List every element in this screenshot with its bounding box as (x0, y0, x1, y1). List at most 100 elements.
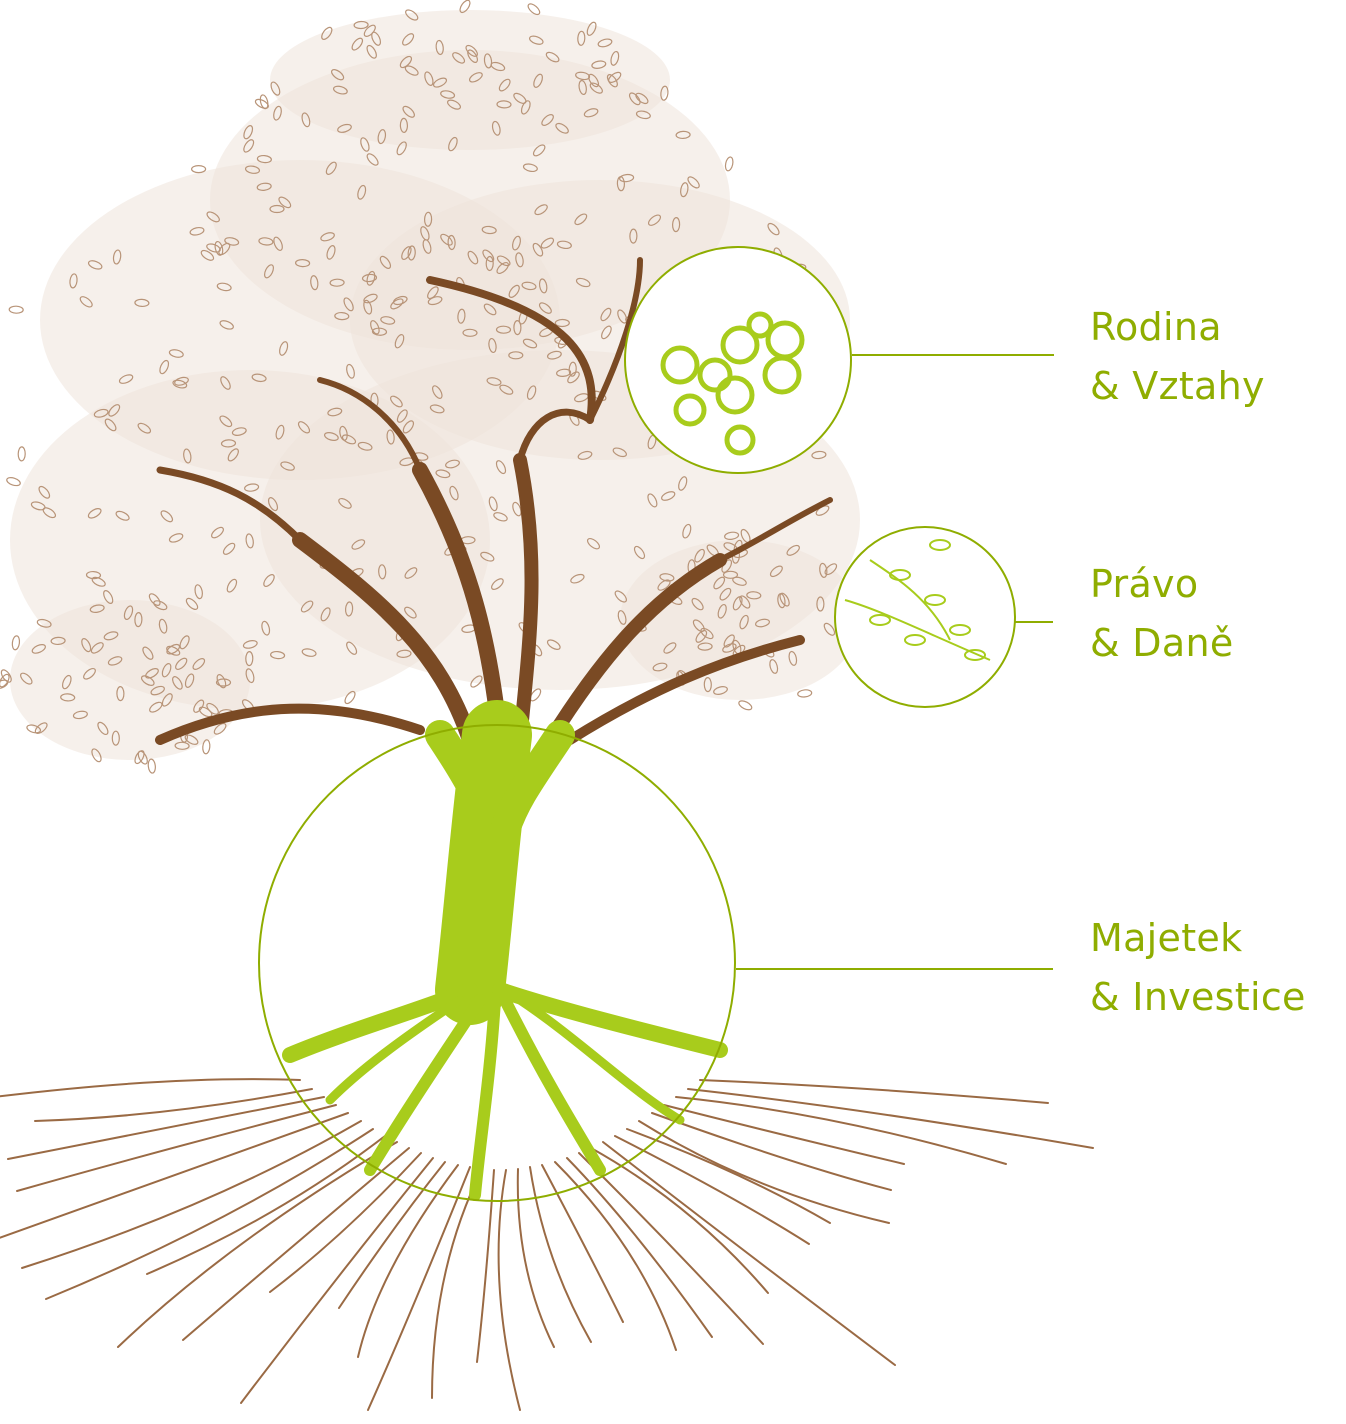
leaf-sketch (242, 640, 258, 649)
leaf-sketch (467, 49, 479, 63)
leaf-sketch (586, 21, 597, 36)
leaf-sketch (168, 533, 184, 543)
leaf-sketch (216, 674, 227, 689)
leaf-sketch (488, 337, 497, 354)
leaf-sketch (457, 308, 466, 324)
leaf-sketch (427, 286, 439, 300)
leaf-sketch (575, 71, 591, 81)
leaf-sketch (36, 618, 52, 628)
leaf-sketch (270, 81, 281, 96)
leaf-sketch (402, 33, 415, 46)
leaf-sketch (498, 78, 511, 92)
leaf-sketch (179, 635, 190, 650)
leaf-sketch (578, 79, 587, 96)
leaf-sketch (324, 432, 339, 441)
leaf-sketch (320, 607, 331, 622)
root-strand (590, 1147, 769, 1294)
leaf-sketch (366, 153, 379, 166)
leaf-sketch (420, 226, 430, 241)
leaf-sketch (145, 668, 159, 679)
leaf-sketch (337, 123, 352, 133)
leaf-sketch (61, 674, 72, 690)
leaf-sketch (824, 563, 838, 576)
leaf-sketch (597, 38, 613, 48)
leaf-sketch (300, 600, 314, 613)
leaf-sketch (103, 590, 114, 604)
leaf-sketch (273, 236, 283, 251)
leaf-sketch (697, 642, 713, 651)
leaf-sketch (534, 204, 548, 216)
leaf-sketch (153, 600, 168, 611)
leaf-sketch (493, 512, 508, 522)
leaf-sketch (482, 249, 495, 263)
leaf-sketch (254, 98, 269, 109)
leaf-sketch (577, 450, 593, 460)
label-line: Majetek (1090, 916, 1243, 960)
leaf-sketch (264, 264, 274, 279)
leaf-sketch (629, 228, 638, 244)
leaf-sketch (447, 99, 461, 110)
leaf-sketch (270, 650, 286, 660)
leaf-sketch (134, 612, 143, 628)
leaf-sketch (575, 277, 591, 288)
leaf-sketch (513, 320, 522, 336)
leaf-sketch (185, 597, 199, 610)
leaf-sketch (161, 693, 173, 707)
leaf-sketch (583, 108, 599, 118)
leaf-sketch (610, 50, 620, 66)
leaf-sketch (112, 249, 122, 265)
leaf-sketch (8, 305, 24, 314)
leaf-sketch (377, 129, 387, 145)
leaf-sketch (786, 544, 800, 556)
root-strand (338, 1161, 446, 1309)
leaf-sketch (184, 734, 199, 745)
leaf-sketch (91, 748, 102, 763)
leaf-sketch (495, 325, 512, 334)
leaf-sketch (17, 446, 26, 462)
leaf-sketch (11, 635, 21, 651)
leaf-sketch (357, 441, 373, 451)
leaf-sketch (194, 584, 203, 600)
leaf-sketch (90, 642, 104, 654)
leaf-sketch (633, 545, 646, 560)
leaf-sketch (396, 649, 412, 658)
root-strand (516, 1168, 555, 1348)
leaf-sketch (816, 596, 825, 612)
leaf-sketch (390, 298, 404, 310)
leaf-sketch (546, 350, 562, 360)
leaf-sketch (150, 685, 165, 696)
leaf-sketch (652, 662, 668, 672)
leaf-sketch (193, 699, 205, 713)
leaf-sketch (529, 688, 542, 702)
leaf-sketch (275, 424, 285, 440)
leaf-sketch (819, 562, 828, 578)
leaf-sketch (251, 373, 267, 383)
root-strand (431, 1168, 483, 1399)
leaf-sketch (429, 404, 445, 414)
leaf-sketch (108, 404, 121, 417)
leaf-sketch (184, 673, 195, 688)
leaf-sketch (366, 44, 377, 59)
leaf-sketch (137, 422, 152, 434)
leaf-sketch (532, 144, 546, 157)
leaf-sketch (216, 282, 232, 292)
leaf-sketch (191, 165, 207, 174)
leaf-sketch (219, 415, 233, 428)
leaf-sketch (570, 573, 585, 584)
leaf-sketch (192, 658, 206, 670)
leaf-sketch (332, 85, 348, 95)
leaf-sketch (680, 182, 689, 198)
label-majetek-investice: Majetek & Investice (1090, 909, 1306, 1027)
leaf-sketch (703, 677, 712, 693)
root-strand (554, 1161, 677, 1351)
leaf-sketch (378, 564, 387, 580)
leaf-sketch (83, 667, 96, 680)
leaf-sketch (659, 573, 675, 582)
leaf-sketch (399, 117, 409, 133)
leaf-sketch (521, 281, 537, 291)
leaf-sketch (370, 320, 380, 335)
leaf-sketch (405, 9, 419, 21)
leaf-sketch (614, 590, 627, 603)
canopy-shading (10, 600, 250, 760)
leaf-sketch (440, 90, 456, 99)
